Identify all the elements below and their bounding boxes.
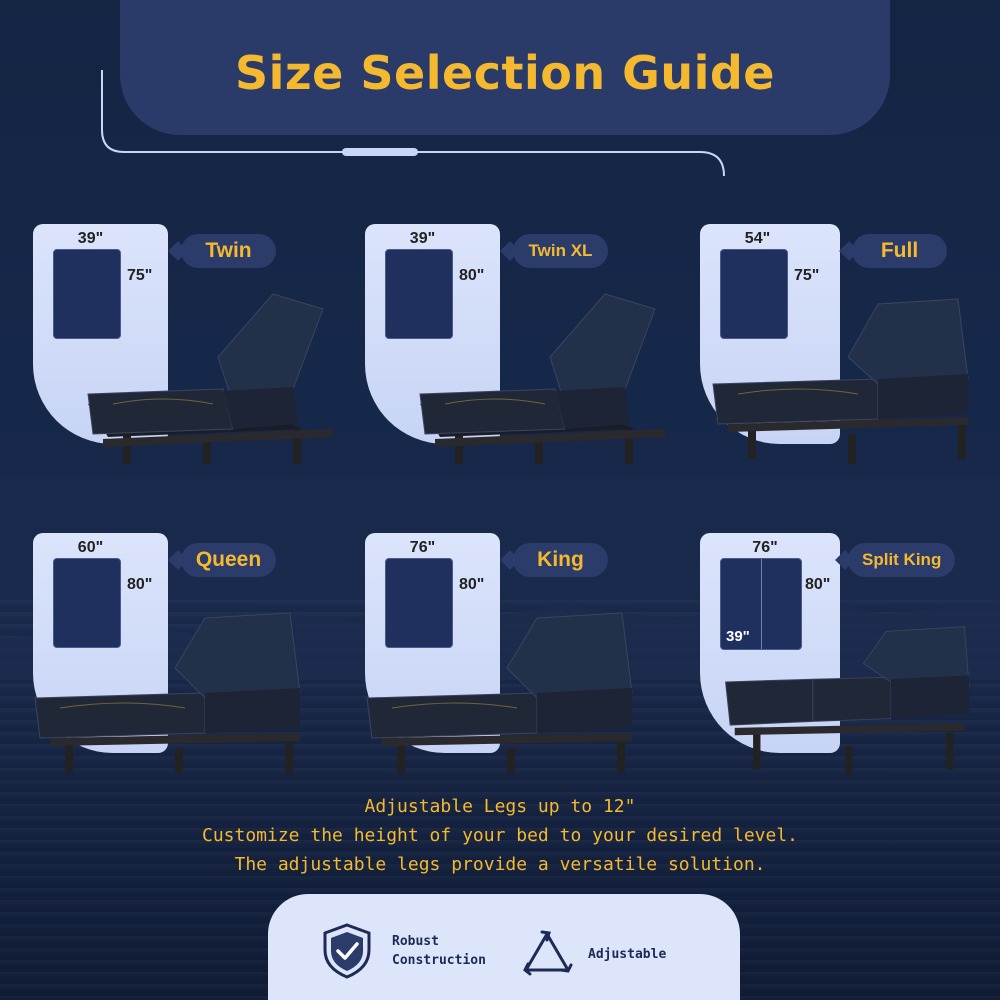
length-label: 75"	[794, 267, 820, 284]
length-label: 80"	[459, 267, 485, 284]
width-label: 76"	[752, 539, 778, 556]
size-name-tag: Split King	[848, 543, 956, 577]
adjustable-legs-info: Adjustable Legs up to 12" Customize the …	[0, 792, 1000, 879]
size-diagram	[720, 558, 802, 650]
size-card-split-king: 76" 39" 80" Split King	[700, 533, 1000, 793]
size-diagram	[385, 558, 453, 648]
width-label: 39"	[409, 230, 436, 247]
size-card-twin: 39" 75" Twin	[33, 224, 333, 484]
width-label: 76"	[409, 539, 436, 556]
shield-check-icon	[323, 923, 371, 979]
width-label: 54"	[744, 230, 771, 247]
size-diagram	[385, 249, 453, 339]
adjustable-bed-image	[366, 612, 633, 773]
size-card-king: 76" 80" King	[365, 533, 665, 793]
page-title: Size Selection Guide	[235, 45, 775, 100]
feature-robust-construction: Robust Construction	[320, 922, 486, 980]
half-width-label: 39"	[726, 628, 750, 645]
size-name-tag: Full	[852, 234, 947, 268]
size-card-full: 54" 75" Full	[700, 224, 1000, 484]
size-diagram	[53, 249, 121, 339]
size-card-queen: 60" 80" Queen	[33, 533, 333, 793]
length-label: 80"	[127, 576, 153, 593]
adjustable-bed-image	[725, 626, 970, 774]
length-label: 75"	[127, 267, 153, 284]
size-card-twin-xl: 39" 80" Twin XL	[365, 224, 665, 484]
length-label: 80"	[459, 576, 485, 593]
size-diagram	[53, 558, 121, 648]
features-panel: Robust Construction Adjustable	[268, 894, 740, 1000]
info-line-1: Adjustable Legs up to 12"	[364, 796, 636, 817]
size-name-tag: King	[513, 543, 608, 577]
cycle-arrows-icon	[523, 930, 573, 976]
size-name-tag: Twin XL	[513, 234, 608, 268]
length-label: 80"	[805, 576, 831, 593]
adjustable-bed-image	[34, 612, 301, 773]
size-name-tag: Queen	[181, 543, 276, 577]
feature-line-1: Robust	[392, 934, 439, 949]
split-half-left	[721, 559, 762, 649]
adjustable-bed-image	[87, 293, 333, 464]
feature-line-2: Construction	[392, 953, 486, 968]
width-label: 60"	[77, 539, 104, 556]
adjustable-bed-image	[712, 298, 969, 464]
adjustable-bed-image	[419, 293, 665, 464]
title-banner: Size Selection Guide	[120, 0, 890, 135]
feature-label: Robust Construction	[392, 932, 486, 970]
feature-adjustable: Adjustable	[518, 930, 666, 978]
info-line-3: The adjustable legs provide a versatile …	[234, 854, 766, 875]
info-line-2: Customize the height of your bed to your…	[201, 825, 799, 846]
size-diagram	[720, 249, 788, 339]
feature-label: Adjustable	[588, 946, 667, 962]
decorative-line	[101, 70, 725, 177]
width-label: 39"	[77, 230, 104, 247]
size-name-tag: Twin	[181, 234, 276, 268]
